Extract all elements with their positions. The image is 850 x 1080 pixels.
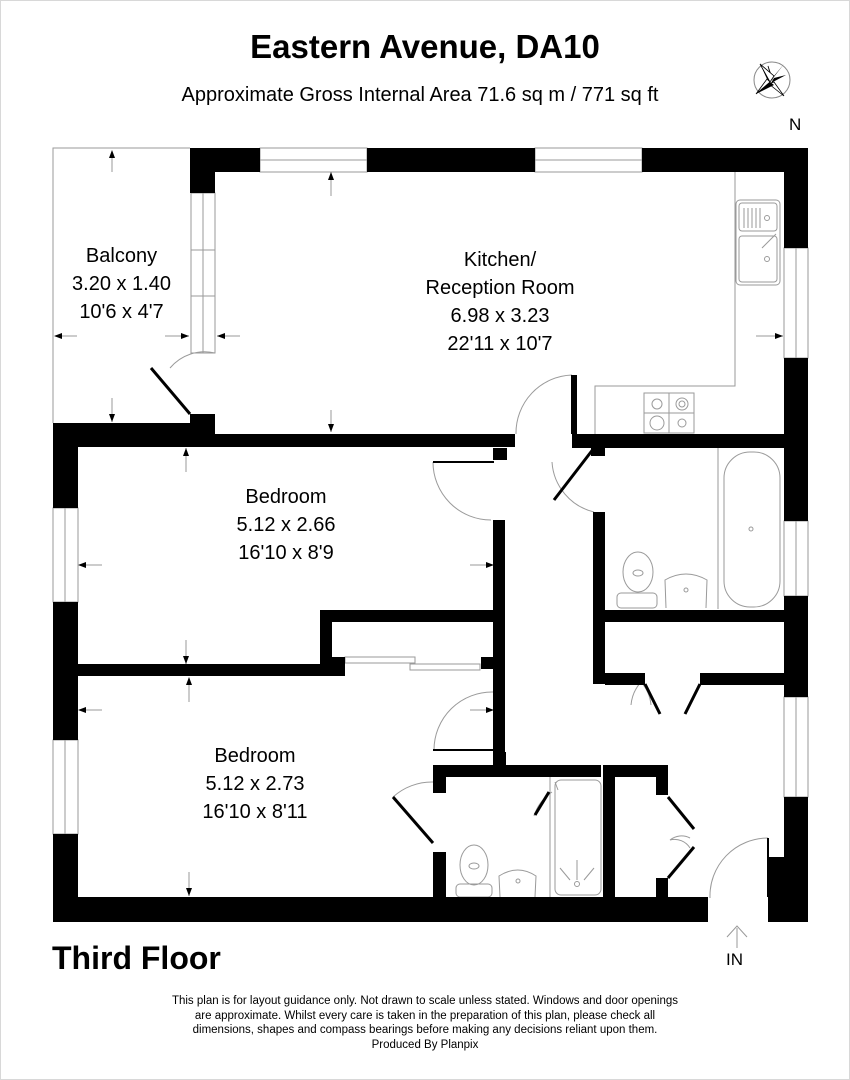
room-metric: 5.12 x 2.73 <box>205 773 305 795</box>
room-label-bedroom-2: Bedroom 5.12 x 2.73 16'10 x 8'11 <box>155 742 355 826</box>
room-name: Bedroom <box>245 486 327 508</box>
property-title: Eastern Avenue, DA10 <box>250 28 600 65</box>
svg-text:N: N <box>789 115 800 134</box>
disclaimer: This plan is for layout guidance only. N… <box>0 994 850 1052</box>
room-metric: 3.20 x 1.40 <box>72 273 171 295</box>
room-imperial: 16'10 x 8'11 <box>202 801 308 823</box>
disclaimer-line: are approximate. Whilst every care is ta… <box>194 1009 656 1022</box>
room-metric: 6.98 x 3.23 <box>450 305 550 327</box>
room-label-balcony: Balcony 3.20 x 1.40 10'6 x 4'7 <box>53 242 190 326</box>
floor-label: Third Floor <box>52 940 221 976</box>
disclaimer-line: This plan is for layout guidance only. N… <box>171 995 679 1007</box>
room-metric: 5.12 x 2.66 <box>236 514 336 536</box>
producer-credit: Produced By Planpix <box>371 1038 479 1051</box>
room-name: Bedroom <box>214 745 296 767</box>
room-name: Kitchen/ <box>463 249 537 271</box>
room-label-bedroom-1: Bedroom 5.12 x 2.66 16'10 x 8'9 <box>186 483 386 567</box>
room-imperial: 22'11 x 10'7 <box>447 333 553 355</box>
entrance-label: IN <box>726 950 743 969</box>
room-label-kitchen-reception: Kitchen/ Reception Room 6.98 x 3.23 22'1… <box>370 246 630 358</box>
room-imperial: 10'6 x 4'7 <box>79 301 164 323</box>
room-name: Balcony <box>85 245 158 267</box>
room-imperial: 16'10 x 8'9 <box>238 542 334 564</box>
room-name-line2: Reception Room <box>425 277 575 299</box>
disclaimer-line: dimensions, shapes and compass bearings … <box>192 1024 658 1036</box>
compass-icon: N <box>753 61 800 134</box>
area-subtitle: Approximate Gross Internal Area 71.6 sq … <box>181 84 659 106</box>
